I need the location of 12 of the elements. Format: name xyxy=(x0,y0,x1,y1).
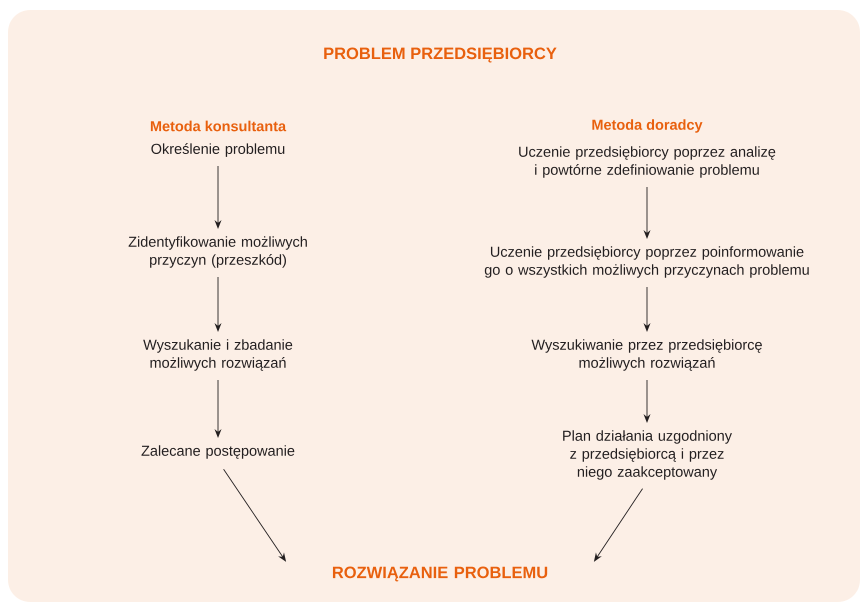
step-text: Uczenie przedsiębiorcy poprzez analizę i powtórne zdefiniowanie problemu xyxy=(519,146,776,178)
step-text: Plan działania uzgodniony z przedsiębiorcą i przez niego zaakceptowany xyxy=(563,430,732,480)
step-text: Uczenie przedsiębiorcy poprzez poinformowanie go o wszystkich możliwych przyczynach problemu xyxy=(484,246,809,278)
step-text: Wyszukanie i zbadanie możliwych rozwiązań xyxy=(143,339,292,371)
step-text: Zidentyfikowanie możliwych przyczyn (przeszkód) xyxy=(128,236,307,268)
heading: PROBLEM PRZEDSIĘBIORCY xyxy=(324,48,557,62)
result-text: ROZWIĄZANIE PROBLEMU xyxy=(332,566,548,582)
step-text: Zalecane postępowanie xyxy=(141,445,294,459)
step-text: Określenie problemu xyxy=(151,143,284,157)
step-text: Wyszukiwanie przez przedsiębiorcę możliwych rozwiązań xyxy=(532,339,762,371)
column-heading: Metoda doradcy xyxy=(592,119,702,133)
column-heading: Metoda konsultanta xyxy=(150,120,286,132)
